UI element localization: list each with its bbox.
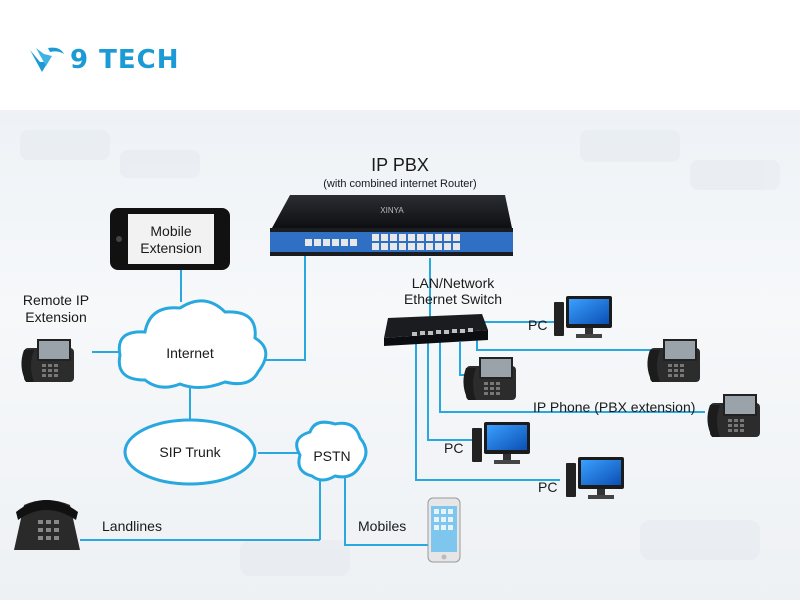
mobiles-label: Mobiles (358, 518, 406, 534)
pstn-cloud: PSTN (295, 420, 368, 482)
landlines-label: Landlines (102, 518, 162, 534)
logo-text: 9 TECH (70, 45, 180, 75)
mobile-extension-label-line1: Mobile (150, 223, 191, 239)
connection-lines (80, 255, 705, 546)
pc-label-3: PC (538, 479, 557, 495)
pc-2-icon (472, 422, 530, 464)
ip-phone-3-icon (706, 394, 761, 438)
pc-label-2: PC (444, 440, 463, 456)
pbx-title: IP PBX (371, 155, 429, 175)
mobile-extension-label-line2: Extension (140, 240, 201, 256)
remote-ip-label-line2: Extension (25, 309, 86, 325)
pbx-subtitle: (with combined internet Router) (323, 178, 476, 190)
ethernet-switch: LAN/Network Ethernet Switch (384, 275, 502, 346)
mobile-extension-device: Mobile Extension (110, 208, 230, 270)
pstn-label: PSTN (313, 448, 350, 464)
smartphone-icon (427, 497, 461, 563)
pc-3-icon (566, 457, 624, 499)
switch-label-line2: Ethernet Switch (404, 291, 502, 307)
remote-ip-label-line1: Remote IP (23, 292, 89, 308)
pbx-brand: XINYA (380, 206, 404, 215)
ip-phone-label: IP Phone (PBX extension) (533, 399, 695, 415)
ip-phone-2-icon (646, 339, 701, 383)
v-wing-logo-icon (30, 47, 64, 72)
remote-ip-extension: Remote IP Extension (20, 292, 89, 383)
sip-trunk-label: SIP Trunk (159, 444, 221, 460)
pc-label-1: PC (528, 317, 547, 333)
switch-label-line1: LAN/Network (412, 275, 495, 291)
pc-1-icon (554, 296, 612, 338)
network-diagram: IP PBX (with combined internet Router) X… (0, 110, 800, 600)
ip-phone-1-icon (462, 357, 517, 401)
ip-pbx-router: IP PBX (with combined internet Router) X… (270, 155, 513, 256)
internet-cloud: Internet (117, 299, 268, 389)
landline-phone-icon (14, 500, 80, 550)
internet-label: Internet (166, 345, 214, 361)
ip-phone-icon (20, 339, 75, 383)
company-logo: 9 TECH (28, 40, 179, 80)
sip-trunk: SIP Trunk (123, 418, 257, 486)
